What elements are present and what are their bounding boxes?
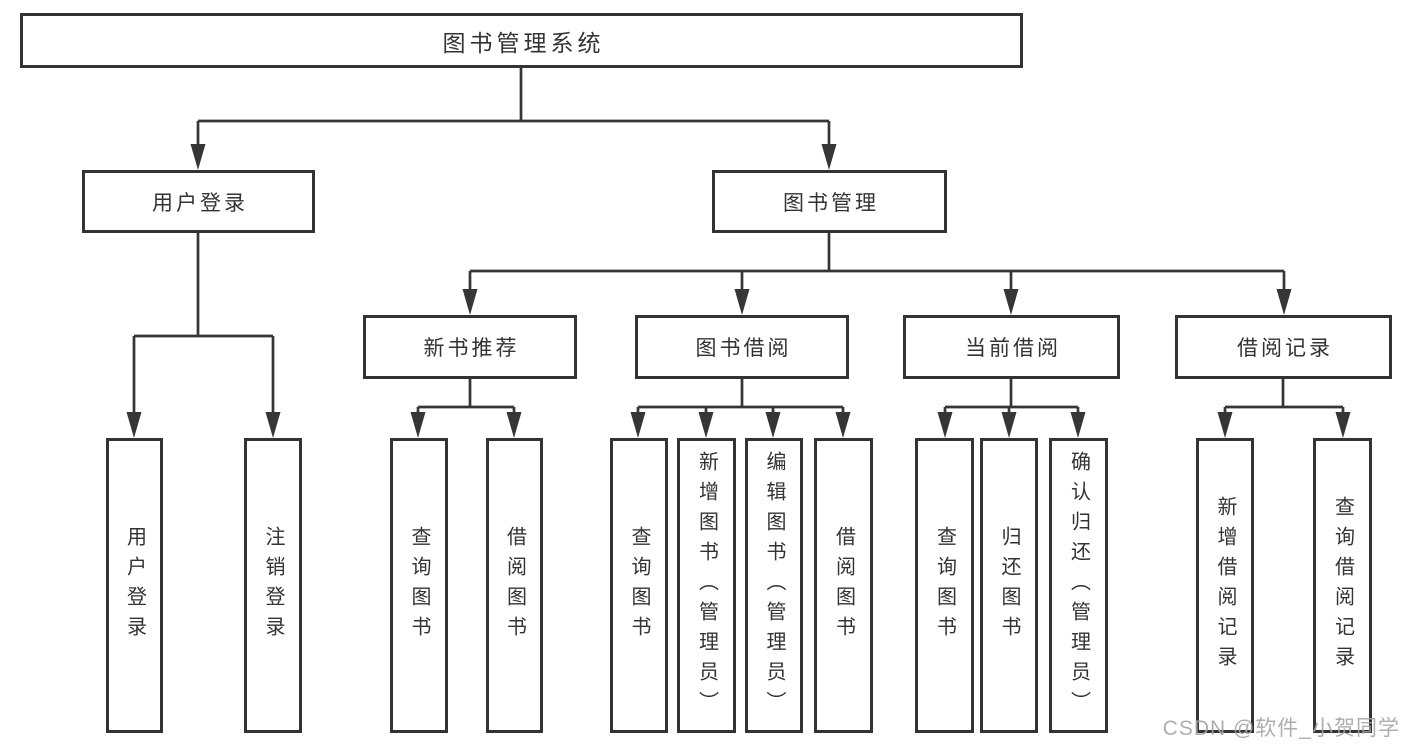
- leaf-query-book-current: 查询图书: [915, 438, 974, 733]
- arrow-down-icon: [190, 144, 206, 170]
- node-current-borrow: 当前借阅: [903, 315, 1120, 379]
- node-label: 新增借阅记录: [1214, 495, 1236, 676]
- arrow-down-icon: [410, 412, 426, 438]
- arrow-down-icon: [698, 412, 714, 438]
- node-label: 借阅图书: [832, 525, 855, 646]
- arrow-down-icon: [1003, 289, 1019, 315]
- arrow-down-icon: [1335, 412, 1351, 438]
- arrow-down-icon: [630, 412, 646, 438]
- arrow-down-icon: [462, 289, 478, 315]
- arrow-down-icon: [821, 144, 837, 170]
- arrow-down-icon: [1001, 412, 1017, 438]
- connector-root-to-level2: [196, 68, 831, 150]
- node-book-management: 图书管理: [712, 170, 947, 233]
- leaf-return-book: 归还图书: [980, 438, 1038, 733]
- leaf-confirm-return-admin: 确认归还（管理员）: [1049, 438, 1108, 733]
- node-label: 借阅图书: [503, 525, 526, 646]
- node-label: 查询借阅记录: [1331, 495, 1354, 676]
- connector-book-mgmt-children: [468, 233, 1286, 293]
- arrow-down-icon: [734, 289, 750, 315]
- node-label: 图书管理: [783, 191, 879, 215]
- node-book-borrow: 图书借阅: [635, 315, 849, 379]
- leaf-add-book-admin: 新增图书（管理员）: [677, 438, 736, 733]
- node-label: 归还图书: [998, 525, 1020, 646]
- arrow-down-icon: [265, 412, 281, 438]
- node-label: 查询图书: [628, 525, 650, 646]
- node-new-book-recommend: 新书推荐: [363, 315, 577, 379]
- node-root-system: 图书管理系统: [20, 13, 1023, 68]
- arrow-down-icon: [126, 412, 142, 438]
- leaf-query-book-borrow: 查询图书: [610, 438, 668, 733]
- node-label: 当前借阅: [965, 337, 1061, 360]
- node-label: 新增图书（管理员）: [695, 450, 718, 721]
- node-label: 用户登录: [123, 525, 146, 646]
- node-label: 注销登录: [262, 525, 284, 646]
- node-user-login: 用户登录: [82, 170, 315, 233]
- arrowheads: [126, 144, 1351, 438]
- arrow-down-icon: [1217, 412, 1233, 438]
- csdn-watermark: CSDN @软件_小贺同学: [1162, 717, 1400, 740]
- node-label: 新书推荐: [423, 337, 520, 360]
- leaf-logout-login: 注销登录: [244, 438, 302, 733]
- arrow-down-icon: [835, 412, 851, 438]
- leaf-borrow-book: 借阅图书: [814, 438, 873, 733]
- leaf-edit-book-admin: 编辑图书（管理员）: [745, 438, 803, 733]
- leaf-add-borrow-record: 新增借阅记录: [1196, 438, 1254, 733]
- arrow-down-icon: [1070, 412, 1086, 438]
- node-label: 确认归还（管理员）: [1067, 450, 1090, 721]
- node-borrow-records: 借阅记录: [1175, 315, 1392, 379]
- node-label: 借阅记录: [1237, 337, 1333, 360]
- node-label: 查询图书: [933, 525, 956, 646]
- connector-records-children: [1223, 379, 1345, 418]
- leaf-query-borrow-record: 查询借阅记录: [1313, 438, 1372, 733]
- leaf-borrow-book-recommend: 借阅图书: [486, 438, 543, 733]
- node-label: 编辑图书（管理员）: [763, 450, 785, 721]
- arrow-down-icon: [506, 412, 522, 438]
- connector-borrow-children: [636, 379, 845, 418]
- arrow-down-icon: [765, 412, 781, 438]
- node-label: 查询图书: [408, 525, 430, 646]
- node-label: 用户登录: [152, 191, 248, 215]
- node-label: 图书借阅: [695, 337, 792, 360]
- arrow-down-icon: [937, 412, 953, 438]
- connector-user-login-children: [132, 233, 275, 418]
- connector-new-rec-children: [416, 379, 516, 418]
- leaf-query-book-recommend: 查询图书: [390, 438, 448, 733]
- node-label: 图书管理系统: [442, 29, 605, 56]
- arrow-down-icon: [1276, 289, 1292, 315]
- leaf-user-login: 用户登录: [106, 438, 163, 733]
